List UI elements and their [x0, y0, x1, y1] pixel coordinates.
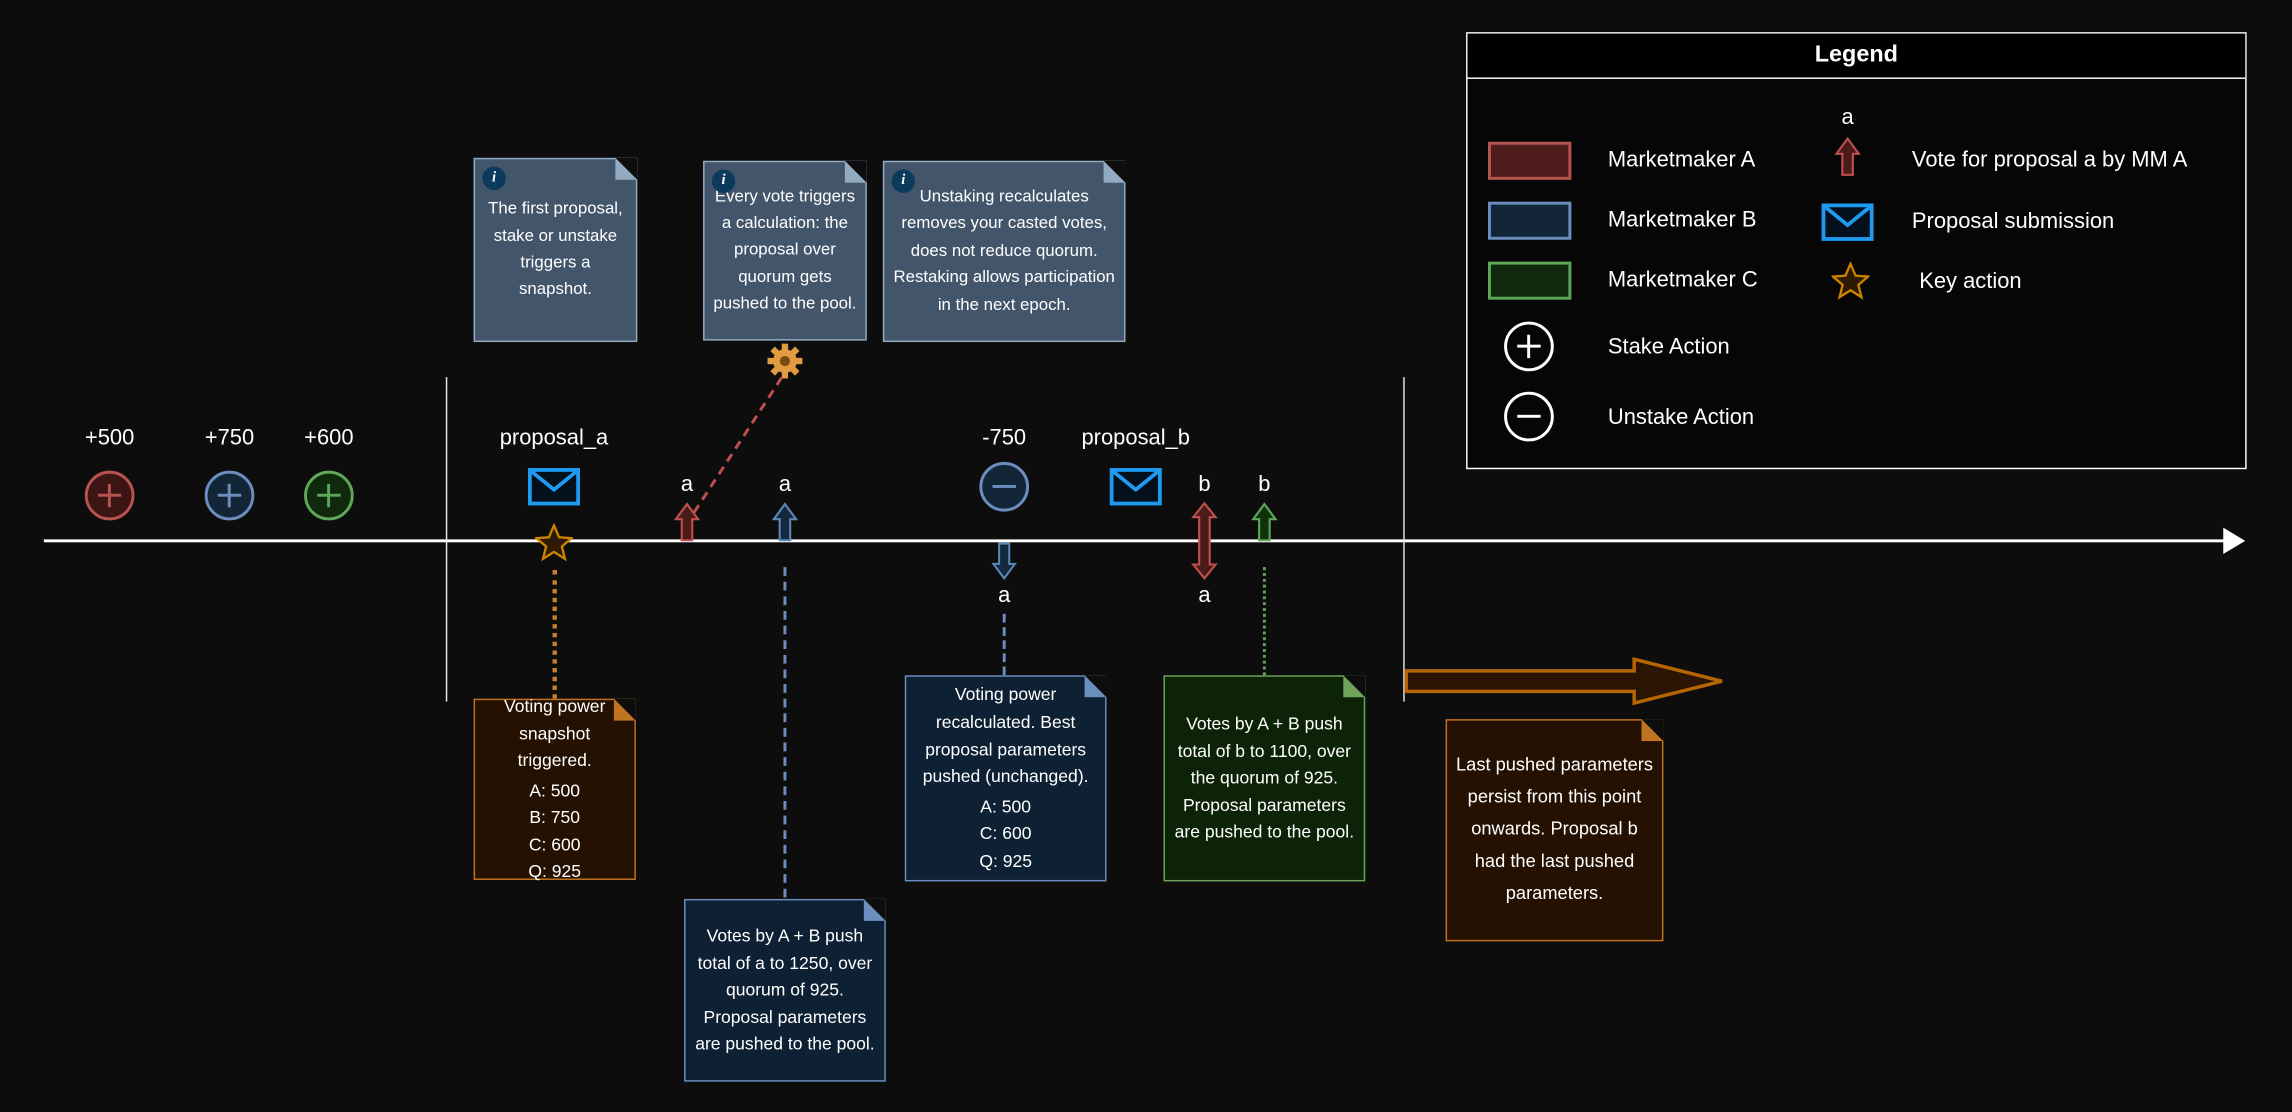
note-stat: A: 500: [980, 796, 1032, 817]
minus-icon: [992, 484, 1016, 489]
recalc-connector-line: [1002, 613, 1006, 676]
note-recalc: Voting power recalculated. Best proposal…: [904, 675, 1107, 882]
legend-swatch-mm-a: [1488, 141, 1572, 180]
vote-removed-down-arrow-blue: [991, 542, 1017, 581]
vote-a-connector-line: [783, 567, 787, 898]
legend-unstake-label: Unstake Action: [1607, 404, 1755, 430]
plus-icon: [1527, 334, 1531, 359]
legend-mm-c-label: Marketmaker C: [1607, 267, 1758, 293]
folded-corner: [615, 157, 638, 180]
legend-unstake-icon: [1504, 391, 1554, 442]
plus-icon: [227, 483, 232, 508]
vote-up-arrow-green: [1251, 502, 1278, 542]
vote-swap-double-arrow-red: [1191, 501, 1218, 580]
vote-a-by-mmb-label: a: [778, 472, 792, 497]
legend-panel: Legend: [1466, 32, 2247, 470]
key-action-star-icon: [534, 523, 573, 562]
legend-proposal-label: Proposal submission: [1911, 209, 2115, 234]
legend-mm-b-label: Marketmaker B: [1607, 207, 1757, 233]
proposal-a-label: proposal_a: [499, 425, 609, 451]
plus-icon: [327, 483, 331, 508]
vote-b-by-mmc-label: b: [1258, 472, 1271, 497]
timeline-axis: [43, 539, 2225, 543]
note-persist: Last pushed parameters persist from this…: [1445, 719, 1664, 942]
folded-corner: [844, 160, 867, 183]
legend-envelope-icon: [1821, 203, 1874, 241]
timeline-arrowhead: [2223, 527, 2246, 554]
envelope-icon: [527, 468, 581, 506]
info-note-vote-calculation: i Every vote triggers a calculation: the…: [703, 160, 867, 341]
note-snapshot: Voting power snapshot triggered. A: 500 …: [473, 696, 636, 882]
vote-up-arrow-red: [673, 502, 701, 542]
stake-a-label: +500: [84, 425, 135, 451]
persist-forward-arrow: [1404, 656, 1723, 706]
stake-b-icon: [204, 470, 255, 521]
snapshot-connector-line: [552, 570, 557, 699]
epoch-boundary-line-start: [445, 377, 448, 702]
legend-swatch-mm-b: [1488, 201, 1572, 240]
legend-vote-arrow-red: [1834, 136, 1861, 176]
folded-corner: [1084, 675, 1107, 698]
vote-a-removed-label: a: [998, 583, 1011, 609]
plus-icon: [107, 483, 112, 508]
epoch-boundary-line-end: [1403, 377, 1405, 702]
envelope-icon: [1109, 468, 1162, 506]
folded-corner: [1641, 719, 1664, 742]
note-text: Last pushed parameters persist from this…: [1455, 754, 1654, 904]
note-stat: A: 500: [529, 780, 581, 801]
legend-title: Legend: [1814, 42, 1898, 68]
proposal-b-label: proposal_b: [1081, 425, 1190, 451]
stake-c-label: +600: [304, 425, 354, 451]
legend-swatch-mm-c: [1488, 261, 1572, 300]
note-vote-b-push: Votes by A + B push total of b to 1100, …: [1163, 675, 1366, 882]
gear-icon: [767, 343, 803, 379]
info-note-text: Every vote triggers a calculation: the p…: [713, 187, 857, 313]
legend-key-action-star-icon: [1831, 261, 1870, 300]
stake-c-icon: [304, 470, 354, 521]
legend-mm-a-label: Marketmaker A: [1607, 147, 1756, 173]
vote-up-arrow-blue: [771, 502, 799, 542]
minus-icon: [1517, 414, 1541, 419]
legend-stake-icon: [1504, 321, 1554, 372]
note-stat: B: 750: [529, 807, 581, 828]
legend-stake-label: Stake Action: [1607, 334, 1730, 360]
vote-a-by-mma-label: a: [680, 472, 694, 497]
info-icon: i: [482, 166, 506, 191]
legend-vote-letter: a: [1841, 105, 1854, 131]
legend-title-bar: Legend: [1467, 33, 2246, 79]
stake-a-icon: [84, 470, 135, 521]
note-stat: C: 600: [979, 823, 1032, 844]
note-text: Votes by A + B push total of a to 1250, …: [695, 925, 875, 1055]
info-note-text: The first proposal, stake or unstake tri…: [488, 200, 623, 299]
info-icon: i: [711, 169, 736, 193]
vote-b-by-mma-label: b: [1198, 472, 1211, 497]
note-text: Votes by A + B push total of b to 1100, …: [1174, 713, 1355, 843]
note-stat: Q: 925: [979, 850, 1032, 872]
note-text: Voting power recalculated. Best proposal…: [922, 684, 1089, 787]
folded-corner: [1343, 675, 1366, 698]
gear-connector-line: [692, 376, 783, 514]
unstake-b-icon: [979, 461, 1030, 512]
folded-corner: [613, 698, 636, 721]
note-stat: Q: 925: [528, 861, 582, 883]
info-note-text: Unstaking recalculates removes your cast…: [893, 188, 1115, 314]
info-note-snapshot-trigger: i The first proposal, stake or unstake t…: [473, 157, 638, 343]
info-note-unstaking: i Unstaking recalculates removes your ca…: [882, 160, 1126, 343]
folded-corner: [1103, 160, 1126, 183]
note-vote-a-push: Votes by A + B push total of a to 1250, …: [684, 898, 886, 1082]
note-stat: C: 600: [528, 834, 581, 855]
folded-corner: [863, 898, 886, 921]
legend-vote-label: Vote for proposal a by MM A: [1911, 147, 2188, 173]
note-text: Voting power snapshot triggered.: [503, 695, 606, 771]
stake-b-label: +750: [204, 425, 255, 451]
vote-a-by-mma-removed-label: a: [1198, 583, 1211, 609]
unstake-b-label: -750: [982, 425, 1027, 451]
legend-key-action-label: Key action: [1919, 268, 2022, 294]
vote-b-connector-line: [1262, 567, 1266, 676]
info-icon: i: [891, 169, 916, 193]
